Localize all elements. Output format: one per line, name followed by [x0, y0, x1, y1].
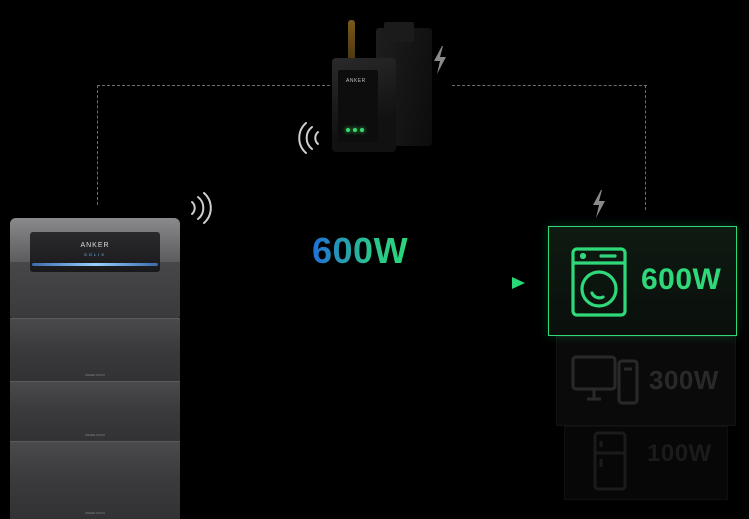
appliance-watt: 100W [647, 440, 712, 467]
battery-module: ANKER SOLIX [10, 381, 180, 441]
antenna [348, 20, 355, 62]
battery-front-panel: ANKER SOLIX [30, 232, 160, 272]
battery-module-label: ANKER SOLIX [84, 433, 105, 437]
wire-top-right [452, 85, 647, 86]
appliance-card-computer: 300W [556, 336, 736, 426]
appliance-card-washing-machine: 600W [548, 226, 737, 336]
battery-light-strip [32, 263, 158, 266]
battery-brand: ANKER [80, 242, 110, 249]
lightning-bolt-icon [593, 190, 605, 218]
wire-right-vertical [645, 85, 646, 210]
washing-machine-icon [571, 247, 627, 317]
refrigerator-icon [593, 431, 627, 491]
battery-sub-brand: SOLIX [84, 252, 106, 257]
wifi-icon [298, 122, 319, 154]
status-led [360, 128, 364, 132]
power-flow-label: 600W [312, 230, 409, 271]
battery-system: ANKER SOLIX ANKER SOLIX ANKER SOLIX ANKE… [10, 218, 180, 519]
lightning-bolt-icon [434, 46, 446, 74]
status-led [353, 128, 357, 132]
battery-module-label: ANKER SOLIX [84, 373, 105, 377]
appliance-watt: 600W [641, 263, 722, 296]
status-led [346, 128, 350, 132]
smart-meter-brand: ANKER [346, 78, 366, 84]
wire-left-vertical [97, 85, 98, 205]
wifi-icon [191, 192, 212, 224]
battery-module-label: ANKER SOLIX [84, 511, 105, 515]
wire-top-left [97, 85, 335, 86]
battery-control-unit: ANKER SOLIX [10, 218, 180, 318]
battery-module: ANKER SOLIX [10, 318, 180, 381]
smart-meter-face: ANKER [338, 70, 378, 142]
computer-icon [571, 355, 639, 405]
battery-module: ANKER SOLIX [10, 441, 180, 519]
smart-meter-body: ANKER [332, 58, 396, 152]
appliance-card-refrigerator: 100W [564, 426, 728, 500]
appliance-watt: 300W [649, 365, 719, 395]
arrow-right-icon [214, 277, 525, 289]
smart-meter-device: ANKER [328, 18, 432, 158]
